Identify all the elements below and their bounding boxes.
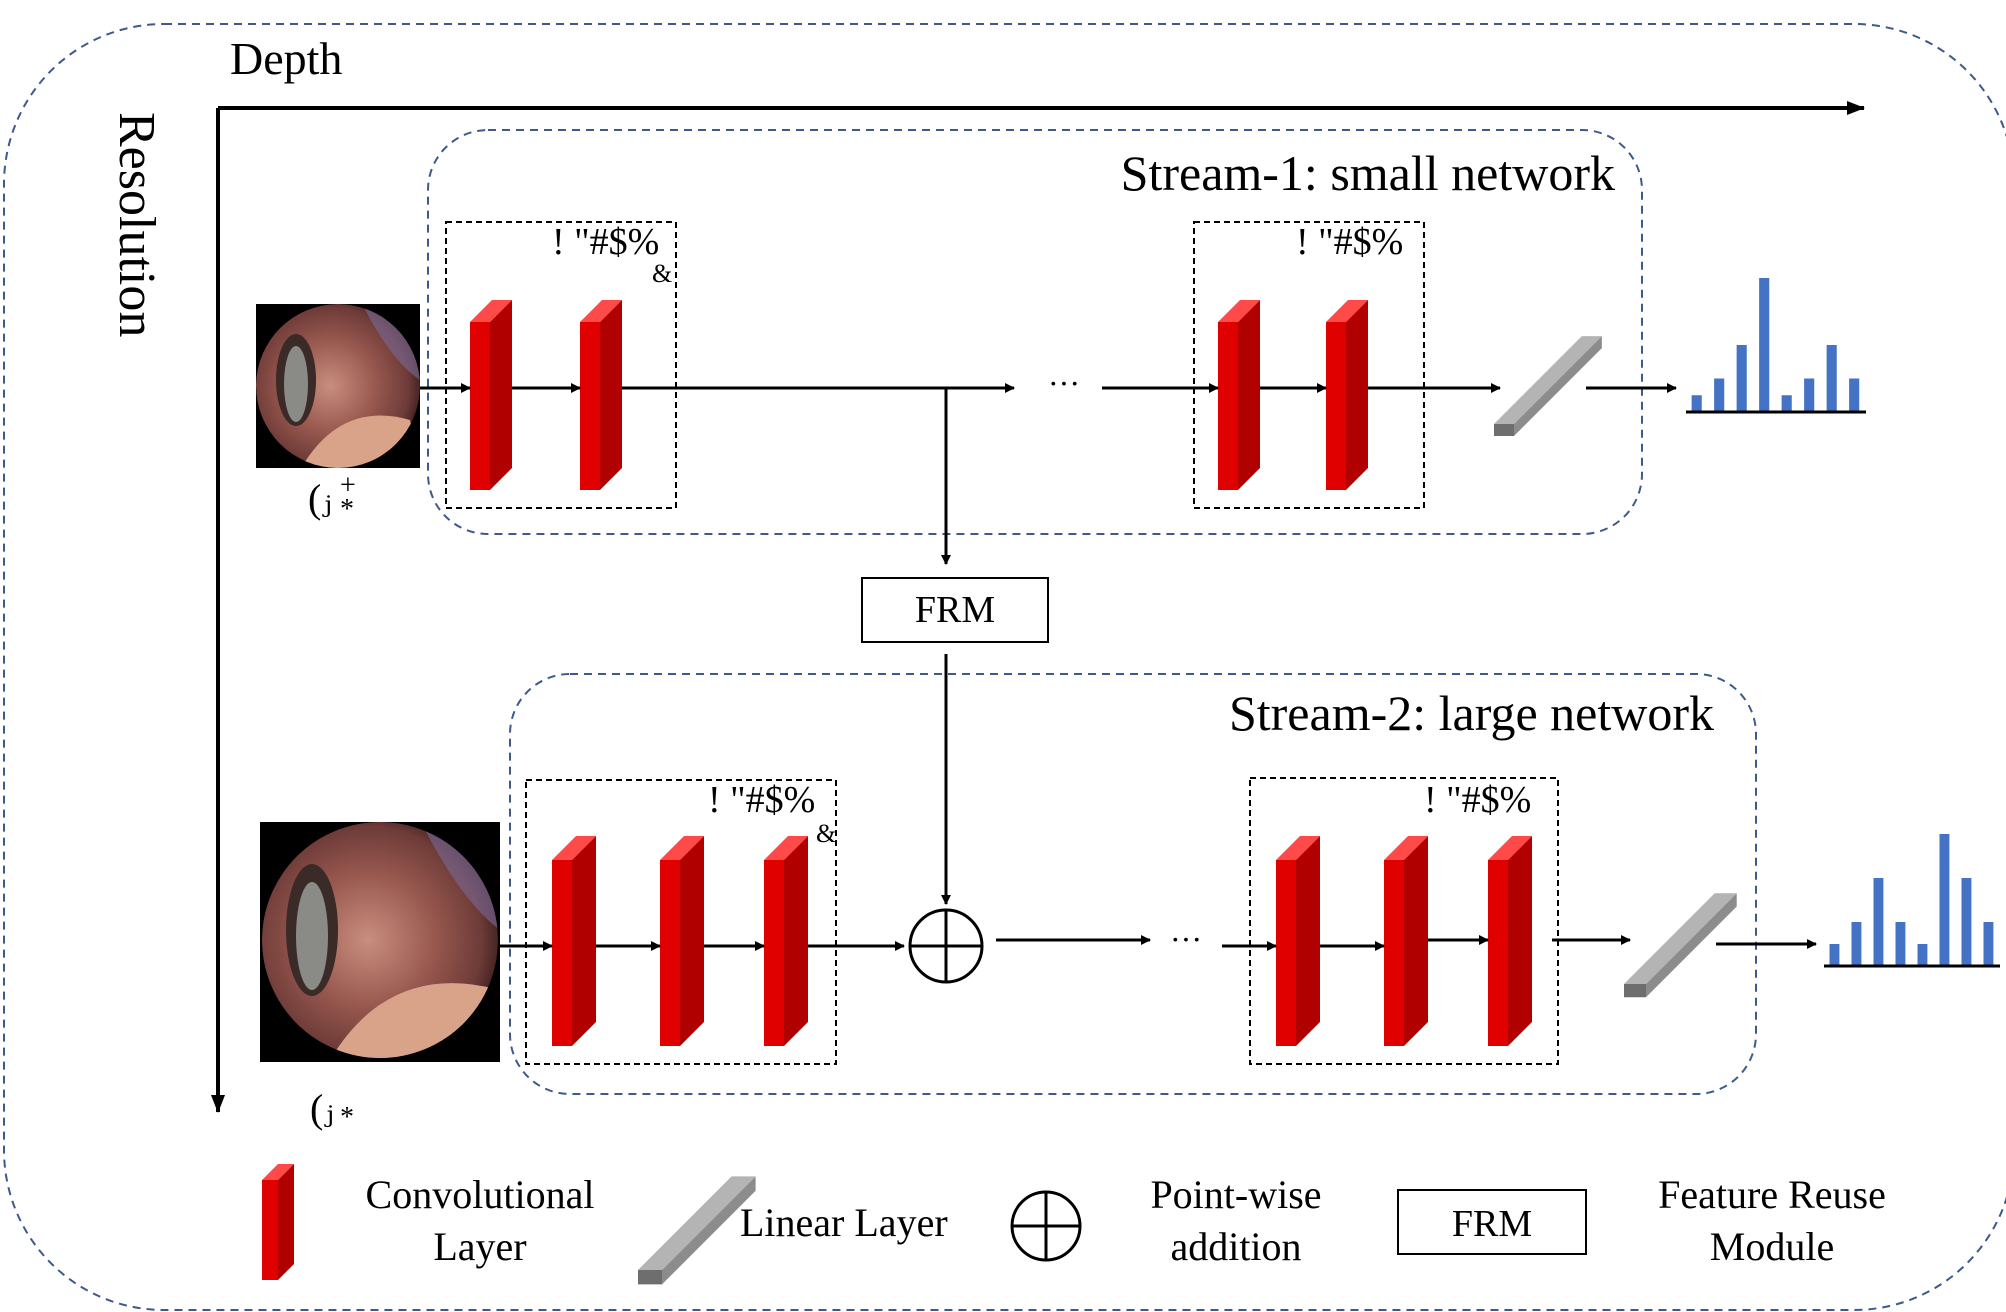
legend-linear-label: Linear Layer — [740, 1200, 948, 1245]
stream1-input-label-sup: + — [340, 470, 356, 501]
legend-frm-label-line2: Module — [1710, 1224, 1834, 1269]
histogram-bar — [1873, 878, 1884, 966]
histogram-bar — [1759, 278, 1770, 412]
histogram-bar — [1939, 834, 1950, 966]
legend-pointwise-icon — [1010, 1190, 1082, 1262]
conv-layer — [580, 300, 622, 490]
stream1-input-label-sub: * — [340, 494, 354, 525]
histogram-bar — [1961, 878, 1972, 966]
conv-layer — [470, 300, 512, 490]
frm-label: FRM — [915, 589, 995, 631]
pointwise-addition-icon — [908, 908, 984, 984]
stream1-block1-label: ! "#$% — [552, 221, 659, 263]
histogram-bar — [1849, 378, 1860, 412]
histogram-bar — [1917, 944, 1928, 966]
conv-layer — [1326, 300, 1368, 490]
histogram-bar — [1691, 395, 1702, 412]
axes: Depth Resolution — [108, 33, 1865, 1113]
stream1-block1 — [445, 221, 677, 509]
histogram-bar — [1983, 922, 1994, 966]
conv-layer — [764, 836, 808, 1046]
legend-conv-label-line1: Convolutional — [366, 1172, 595, 1217]
stream2-block1-label: ! "#$% — [708, 779, 815, 821]
stream2-output-histogram — [1824, 834, 2000, 968]
legend-frm-box-label: FRM — [1452, 1203, 1532, 1245]
stream1-frame — [427, 129, 1643, 535]
histogram-bar — [1851, 922, 1862, 966]
legend-frm-label-line1: Feature Reuse — [1658, 1172, 1886, 1217]
stream2-block2 — [1249, 777, 1559, 1065]
legend: Convolutional Layer Linear Layer Point-w… — [262, 1164, 1886, 1285]
resolution-label: Resolution — [108, 112, 165, 337]
stream1-title: Stream-1: small network — [1121, 145, 1615, 201]
legend-conv-label-line2: Layer — [433, 1224, 526, 1269]
stream1-input-image — [256, 304, 420, 468]
stream1-ellipsis: ··· — [1048, 365, 1080, 401]
stream2-input-label-sub: * — [340, 1102, 354, 1133]
legend-pointwise-label-line2: addition — [1170, 1224, 1301, 1269]
histogram-bar — [1736, 345, 1747, 412]
outer-frame — [3, 23, 2006, 1311]
conv-layer — [1488, 836, 1532, 1046]
stream2: Stream-2: large network (ⱼ * ! "#$% & ! … — [260, 673, 2000, 1133]
linear-layer — [1494, 336, 1602, 436]
conv-layer — [1218, 300, 1260, 490]
legend-linear-icon — [638, 1176, 756, 1285]
legend-pointwise-label-line1: Point-wise — [1150, 1172, 1321, 1217]
stream2-block1 — [525, 779, 837, 1065]
stream1-block2 — [1193, 221, 1425, 509]
stream1-input-label: (ⱼ — [308, 476, 332, 521]
legend-conv-icon — [262, 1164, 294, 1280]
stream2-input-image — [260, 822, 500, 1062]
legend-frm-box — [1397, 1189, 1587, 1255]
stream1: Stream-1: small network (ⱼ + * ! "#$% & … — [256, 129, 1866, 535]
stream2-ellipsis: ··· — [1170, 921, 1202, 957]
stream1-block1-sub: & — [652, 259, 672, 288]
histogram-bar — [1826, 345, 1837, 412]
stream2-title: Stream-2: large network — [1229, 685, 1714, 741]
stream2-block1-sub: & — [816, 819, 836, 848]
histogram-bar — [1804, 378, 1815, 412]
frm-box — [861, 577, 1049, 643]
histogram-bar — [1895, 922, 1906, 966]
histogram-bar — [1781, 395, 1792, 412]
stream2-frame — [509, 673, 1757, 1095]
stream1-block2-label: ! "#$% — [1296, 221, 1403, 263]
stream2-input-label: (ⱼ — [310, 1086, 334, 1131]
linear-layer — [1624, 893, 1737, 998]
stream2-block2-label: ! "#$% — [1424, 779, 1531, 821]
conv-layer — [660, 836, 704, 1046]
conv-layer — [552, 836, 596, 1046]
stream1-output-histogram — [1686, 278, 1866, 414]
histogram-bar — [1714, 378, 1725, 412]
conv-layer — [1384, 836, 1428, 1046]
depth-label: Depth — [230, 33, 342, 84]
histogram-bar — [1829, 944, 1840, 966]
conv-layer — [1276, 836, 1320, 1046]
